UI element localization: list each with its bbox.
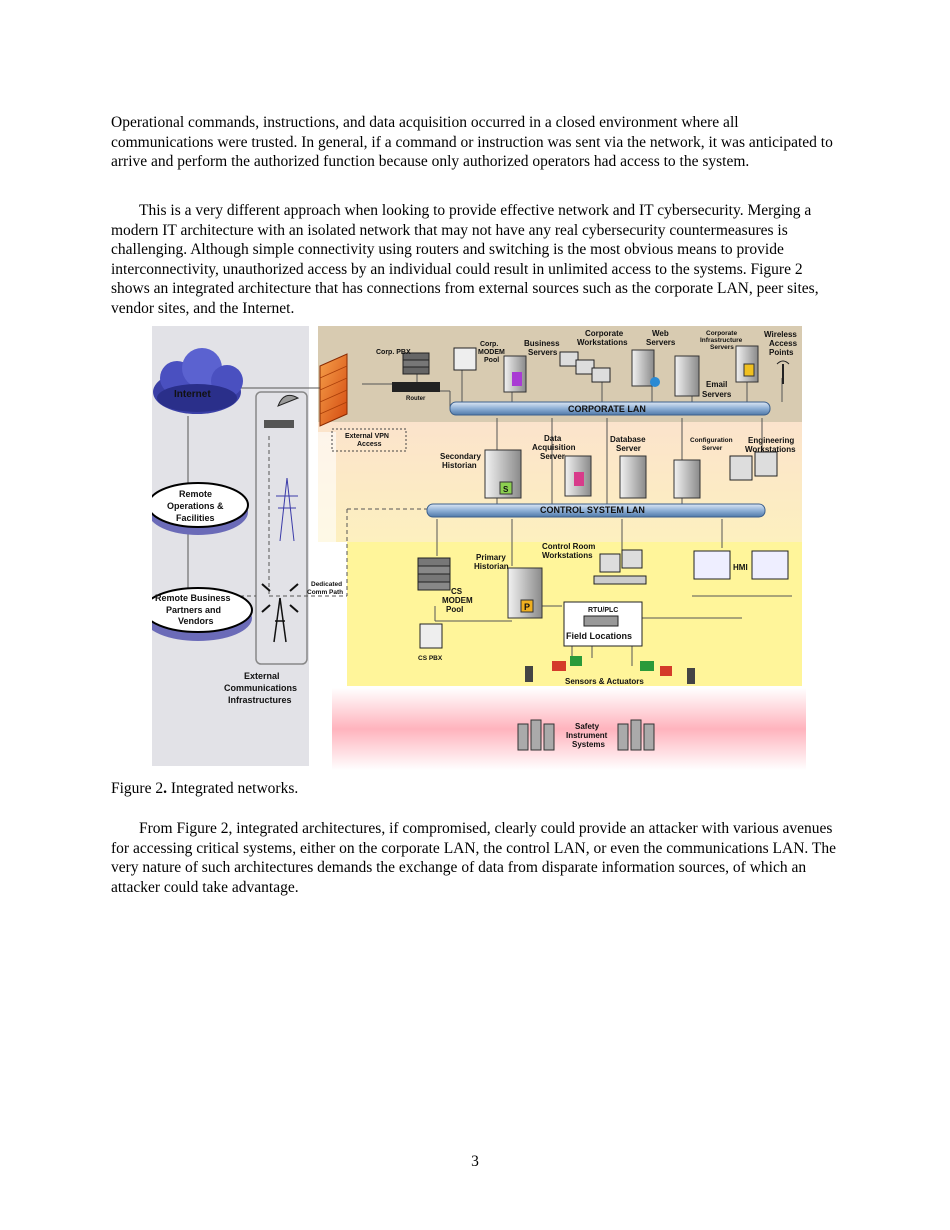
label-sis: Safety (575, 722, 600, 731)
label-database-server: Database (610, 435, 646, 444)
label-business-servers: Business (524, 339, 560, 348)
label-config-server: Server (702, 445, 723, 452)
corporate-lan-pipe (449, 401, 771, 416)
label-internet: Internet (174, 389, 211, 400)
label-control-lan: CONTROL SYSTEM LAN (540, 505, 645, 515)
label-corp-pbx: Corp. PBX (376, 349, 411, 356)
label-eng-workstations: Workstations (745, 445, 796, 454)
label-remote-biz: Vendors (178, 616, 214, 626)
label-corp-workstations: Workstations (577, 338, 628, 347)
control-lan-pipe (426, 503, 766, 518)
label-remote-biz: Partners and (166, 605, 221, 615)
firewall-icon (319, 353, 348, 427)
label-wireless: Points (769, 348, 794, 357)
web-server-icon (631, 349, 655, 387)
label-sis: Systems (572, 740, 605, 749)
radio-tower-icon (261, 583, 299, 643)
label-cs-modem: MODEM (442, 596, 473, 605)
database-server-icon (619, 455, 647, 499)
label-wireless: Access (769, 339, 798, 348)
page-number: 3 (471, 1153, 479, 1170)
label-hmi: HMI (733, 563, 748, 572)
label-remote-biz: Remote Business (155, 593, 231, 603)
label-secondary-historian: Secondary (440, 452, 481, 461)
label-eng-workstations: Engineering (748, 436, 794, 445)
paragraph-3: From Figure 2, integrated architectures,… (111, 820, 836, 896)
wireless-access-point-icon (776, 360, 790, 384)
safety-instrument-icon (517, 719, 655, 751)
label-ext-comm: Communications (224, 683, 297, 693)
label-dedicated-path: Comm Path (307, 589, 343, 596)
label-wireless: Wireless (764, 330, 797, 339)
rtu-plc-icon (583, 615, 619, 627)
control-room-workstation-icon (593, 549, 647, 585)
label-business-servers: Servers (528, 348, 558, 357)
ext-comm-box (255, 391, 308, 665)
label-remote-ops: Operations & (167, 501, 224, 511)
paragraph-2: This is a very different approach when l… (111, 202, 819, 317)
label-router: Router (406, 396, 426, 402)
label-corporate-lan: CORPORATE LAN (568, 404, 646, 414)
hmi-panel-icon (693, 550, 789, 580)
label-cs-pbx: CS PBX (418, 655, 443, 662)
label-web-servers: Web (652, 329, 669, 338)
figure-caption: Figure 2. Integrated networks. (111, 780, 299, 797)
label-ext-comm: External (244, 671, 280, 681)
transmission-tower-icon (276, 477, 298, 542)
control-zone (318, 422, 802, 542)
internet-cloud-icon (153, 348, 243, 414)
label-ext-vpn: External VPN (345, 433, 389, 440)
sensors-actuators-icon (525, 656, 695, 684)
label-email-servers: Servers (702, 390, 732, 399)
label-historian-s: S (503, 485, 509, 494)
label-cs-modem: CS (451, 587, 463, 596)
label-dedicated-path: Dedicated (311, 581, 342, 588)
remote-ops-node (152, 482, 249, 528)
engineering-workstation-icon (729, 451, 778, 481)
label-ext-comm: Infrastructures (228, 695, 292, 705)
paragraph-1: Operational commands, instructions, and … (111, 114, 833, 171)
router-icon (392, 382, 440, 392)
label-ext-vpn: Access (357, 441, 382, 448)
label-infra-servers: Servers (710, 344, 734, 351)
label-corp-modem: MODEM (478, 349, 505, 356)
satellite-dish-icon (264, 394, 300, 428)
label-database-server: Server (616, 444, 641, 453)
corp-workstation-icon (559, 351, 611, 383)
label-sis: Instrument (566, 731, 608, 740)
label-email-servers: Email (706, 380, 727, 389)
label-daq-server: Acquisition (532, 443, 576, 452)
label-primary-historian: Historian (474, 562, 509, 571)
label-infra-servers: Infrastructure (700, 337, 743, 344)
label-config-server: Configuration (690, 437, 733, 444)
label-control-room: Control Room (542, 542, 595, 551)
label-remote-ops: Remote (179, 489, 212, 499)
integrated-networks-figure: Internet Corp. PBX Corp. MODEM Pool Busi… (152, 326, 806, 770)
ext-vpn-box (331, 428, 407, 452)
label-cs-modem: Pool (446, 605, 463, 614)
label-rtu-plc: RTU/PLC (588, 607, 618, 614)
corp-pbx-icon (402, 352, 430, 375)
email-server-icon (674, 355, 700, 397)
label-field-locations: Field Locations (566, 631, 632, 641)
remote-biz-node (152, 587, 253, 633)
safety-zone (332, 688, 806, 770)
corp-modem-icon (453, 347, 477, 371)
label-infra-servers: Corporate (706, 330, 737, 337)
label-secondary-historian: Historian (442, 461, 477, 470)
label-remote-ops: Facilities (176, 513, 215, 523)
label-control-room: Workstations (542, 551, 593, 560)
label-primary-historian: Primary (476, 553, 506, 562)
label-web-servers: Servers (646, 338, 676, 347)
cs-modem-pool-icon (417, 557, 451, 591)
label-historian-p: P (524, 602, 530, 612)
label-sensors: Sensors & Actuators (565, 677, 644, 686)
config-server-icon (673, 459, 701, 499)
label-daq-server: Server (540, 452, 565, 461)
label-corp-modem: Corp. (480, 341, 498, 348)
label-corp-modem: Pool (484, 357, 499, 364)
label-corp-workstations: Corporate (585, 329, 624, 338)
label-daq-server: Data (544, 434, 562, 443)
cs-pbx-icon (419, 623, 443, 649)
